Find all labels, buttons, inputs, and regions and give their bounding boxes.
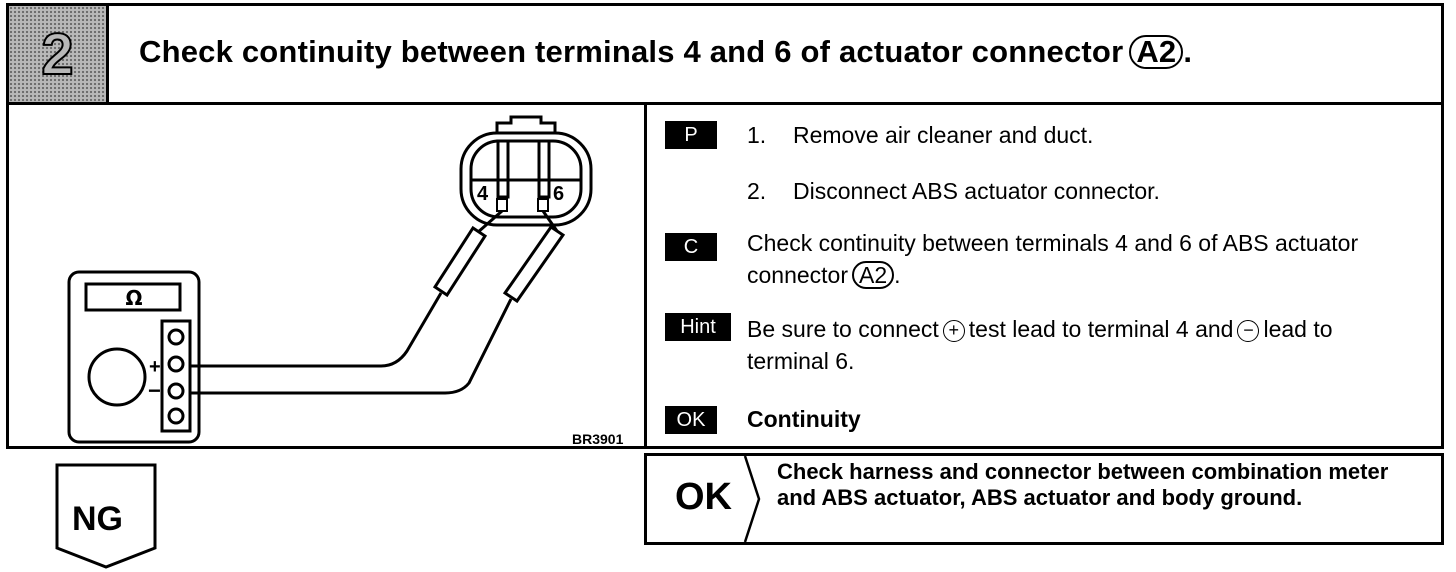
minus-label: − bbox=[148, 378, 161, 403]
connector-icon bbox=[459, 115, 593, 227]
connector-ref-badge: A2 bbox=[1129, 35, 1184, 69]
step-number-box: 2 bbox=[9, 6, 109, 102]
badge-p: P bbox=[665, 121, 717, 149]
chevron-right-icon bbox=[743, 456, 761, 542]
result-ok-text: Check harness and connector between comb… bbox=[777, 459, 1389, 510]
terminal-6-label: 6 bbox=[553, 183, 564, 205]
step-number: 2 bbox=[40, 21, 74, 88]
result-ng-arrow-icon bbox=[55, 463, 157, 569]
result-ok-label: OK bbox=[675, 476, 732, 518]
result-ng-label: NG bbox=[72, 500, 123, 538]
instruction-hint: Be sure to connect+test lead to terminal… bbox=[747, 316, 1333, 374]
plus-label: + bbox=[149, 356, 161, 378]
test-leads bbox=[191, 292, 513, 395]
ohm-symbol: Ω bbox=[125, 286, 142, 310]
terminal-4-label: 4 bbox=[477, 183, 489, 205]
instruction-2: 2.Disconnect ABS actuator connector. bbox=[747, 178, 1160, 204]
instruction-list: P 1.Remove air cleaner and duct. 2.Disco… bbox=[647, 105, 1441, 449]
instruction-check: Check continuity between terminals 4 and… bbox=[747, 230, 1359, 289]
continuity-test-diagram: 4 6 bbox=[67, 115, 593, 444]
result-ok-box: OK Check harness and connector between c… bbox=[644, 453, 1444, 545]
minus-circle-icon: − bbox=[1237, 319, 1260, 342]
connector-ref-badge-small: A2 bbox=[852, 261, 895, 289]
multimeter-icon bbox=[67, 270, 201, 444]
wiring-figure: 4 6 bbox=[9, 105, 647, 449]
instruction-1: 1.Remove air cleaner and duct. bbox=[747, 122, 1094, 148]
badge-ok: OK bbox=[665, 406, 717, 434]
step-panel: 2 Check continuity between terminals 4 a… bbox=[6, 3, 1444, 449]
probe-icon bbox=[432, 209, 566, 304]
badge-c: C bbox=[665, 233, 717, 261]
plus-circle-icon: + bbox=[942, 319, 965, 342]
badge-hint: Hint bbox=[665, 313, 731, 341]
step-header: 2 Check continuity between terminals 4 a… bbox=[9, 6, 1441, 105]
instruction-result: Continuity bbox=[747, 406, 861, 432]
figure-code: BR3901 bbox=[572, 431, 624, 447]
step-title: Check continuity between terminals 4 and… bbox=[139, 34, 1193, 69]
